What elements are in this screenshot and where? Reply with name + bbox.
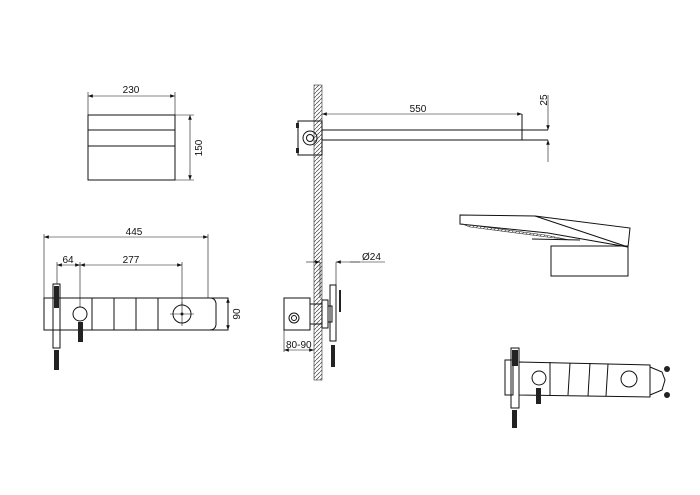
dim-panel-width: 445 — [126, 227, 143, 238]
panel-3d — [504, 347, 670, 428]
shower-head-3d — [459, 214, 631, 277]
dim-hose-diameter: Ø24 — [362, 252, 381, 263]
dim-handset-offset: 64 — [62, 255, 74, 266]
dim-head-width: 230 — [123, 85, 140, 96]
dim-wall-depth: 80-90 — [286, 340, 312, 351]
dim-head-height: 150 — [194, 139, 205, 156]
wall-section — [313, 84, 323, 381]
dim-arm-thickness: 25 — [539, 94, 550, 106]
dim-arm-length: 550 — [410, 104, 427, 115]
dim-control-spacing: 277 — [123, 255, 140, 266]
dim-panel-height: 90 — [232, 308, 243, 320]
arm-side-view: 550 25 — [296, 84, 550, 381]
head-front-view: 230 150 — [87, 85, 205, 181]
panel-front-view: 445 64 277 90 — [43, 227, 243, 370]
panel-side-section: Ø24 80-90 — [283, 252, 385, 367]
